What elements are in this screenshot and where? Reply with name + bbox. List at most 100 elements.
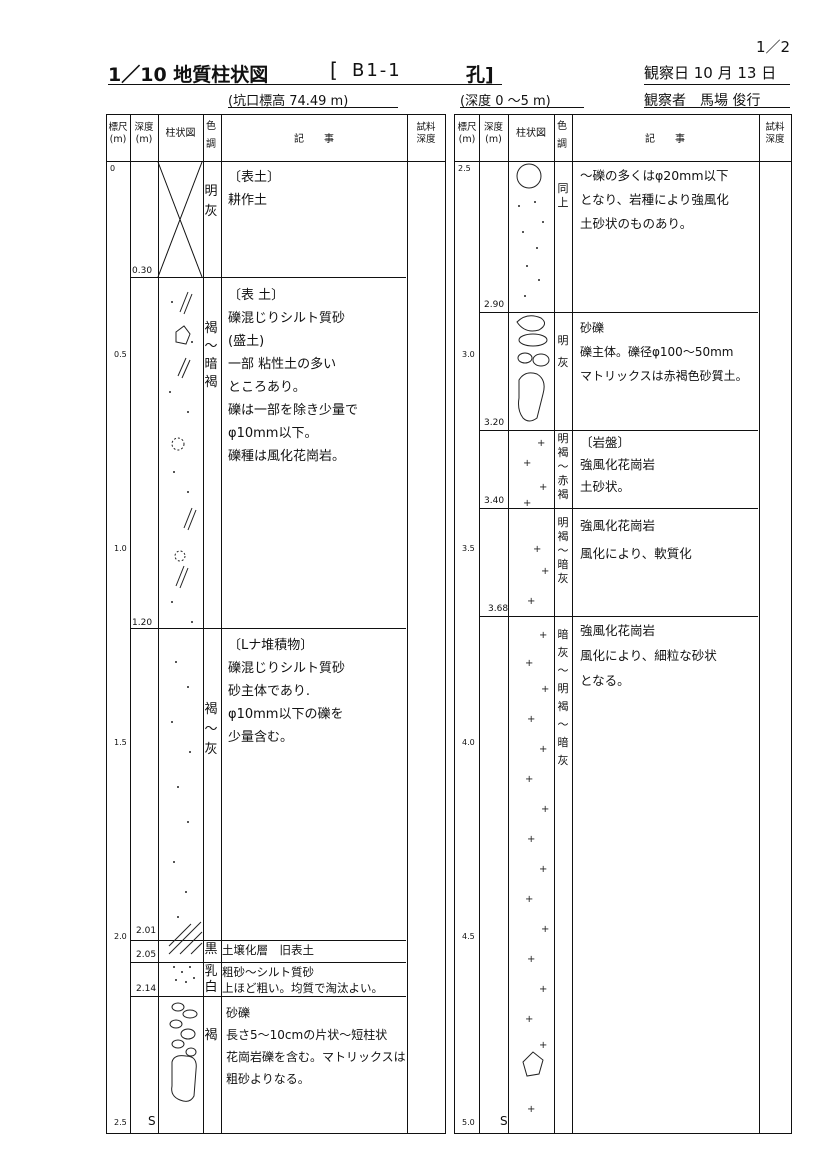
- left-bottom-depth: S: [148, 1114, 156, 1128]
- elevation-underline: [228, 107, 398, 108]
- svg-text:+: +: [525, 894, 533, 905]
- left-layer-depth: 2.14: [136, 984, 157, 994]
- svg-text:+: +: [541, 566, 549, 577]
- right-scale-tick: 3.0: [462, 350, 475, 359]
- left-layer-color: 褐 ～ 暗 褐: [204, 321, 218, 390]
- right-header-column: 柱状図: [516, 128, 546, 139]
- right-layer-boundary: [480, 312, 758, 313]
- svg-text:+: +: [527, 596, 535, 607]
- left-layer-description: 砂礫長さ5～10cmの片状～短柱状 花崗岩礫を含む。マトリックスは粗砂よりなる。: [226, 1006, 406, 1086]
- right-log-table: [454, 114, 792, 1134]
- collar-elevation: (坑口標高 74.49 m): [228, 94, 349, 109]
- left-layer-boundary: [130, 940, 406, 941]
- svg-text:+: +: [541, 924, 549, 935]
- observation-date: 観察日 10 月 13 日: [644, 64, 777, 82]
- left-layer-color: 乳 白: [204, 964, 218, 995]
- left-layer-depth: 0.30: [132, 266, 153, 276]
- right-layer-depth: 3.68: [488, 604, 509, 614]
- left-layer-depth: 1.20: [132, 618, 153, 628]
- left-layer-color: 褐: [204, 1028, 218, 1043]
- right-scale-tick: 4.5: [462, 932, 475, 941]
- page-number: 1／2: [756, 38, 791, 56]
- observer: 観察者 馬場 俊行: [644, 93, 761, 109]
- right-layer-depth: 3.20: [484, 418, 505, 428]
- title-underline: [108, 84, 502, 85]
- right-scale-tick: 4.0: [462, 738, 475, 747]
- left-header-sample: 試料 深度: [416, 122, 436, 145]
- page-title: 1／10 地質柱状図: [108, 64, 269, 86]
- right-layer-description: ～礫の多くはφ20mm以下となり、岩種により強風化 土砂状のものあり。: [580, 168, 729, 231]
- right-scale-tick: 5.0: [462, 1118, 475, 1127]
- left-scale-tick: 1.0: [114, 544, 127, 553]
- right-layer-color: 明 褐 ～ 暗 灰: [557, 516, 569, 585]
- left-layer-description: 粗砂～シルト質砂上ほど粗い。均質で淘汰よい。: [222, 965, 383, 995]
- borehole-bracket-open: [: [330, 58, 338, 82]
- right-header-depth: 深度 (m): [483, 122, 503, 145]
- left-layer-color: 明 灰: [204, 184, 218, 219]
- left-layer-color: 褐 ～ 灰: [204, 702, 218, 757]
- left-header-column: 柱状図: [165, 128, 196, 139]
- right-layer-description: 強風化花崗岩風化により、軟質化: [580, 518, 692, 561]
- right-bottom-depth: S: [500, 1114, 508, 1128]
- right-header-color: 色 調: [557, 121, 567, 150]
- svg-text:+: +: [525, 1014, 533, 1025]
- depth-range: (深度 0 ～5 m): [460, 94, 551, 109]
- svg-text:+: +: [527, 1104, 535, 1115]
- svg-text:+: +: [533, 544, 541, 555]
- svg-text:+: +: [525, 774, 533, 785]
- svg-text:+: +: [541, 684, 549, 695]
- observer-underline: [644, 107, 790, 108]
- depth-range-underline: [460, 107, 584, 108]
- left-layer-depth: 2.01: [136, 926, 157, 936]
- right-layer-boundary: [480, 616, 758, 617]
- right-header-scale: 標尺 (m): [457, 122, 477, 145]
- left-scale-tick: 0: [110, 164, 116, 173]
- left-lithology-column: [157, 161, 203, 1102]
- left-header-color: 色 調: [206, 121, 216, 150]
- left-layer-boundary: [130, 996, 406, 997]
- left-log-table: [106, 114, 446, 1134]
- right-layer-color: 明 褐 ～ 赤 褐: [557, 432, 569, 501]
- borehole-bracket-close: 孔]: [466, 64, 494, 86]
- left-header-scale: 標尺 (m): [108, 122, 128, 145]
- left-scale-tick: 2.5: [114, 1118, 127, 1127]
- left-layer-description: 〔表土〕耕作土: [228, 170, 281, 208]
- svg-text:+: +: [525, 658, 533, 669]
- svg-text:+: +: [537, 438, 545, 449]
- right-layer-boundary: [480, 430, 758, 431]
- left-layer-color: 黒: [204, 942, 218, 957]
- svg-text:+: +: [539, 630, 547, 641]
- left-layer-description: 〔表 土〕礫混じりシルト質砂 (盛土)一部 粘性土の多い ところあり。礫は一部を…: [228, 288, 359, 464]
- left-scale-tick: 0.5: [114, 350, 127, 359]
- svg-text:+: +: [527, 714, 535, 725]
- left-scale-tick: 1.5: [114, 738, 127, 747]
- right-layer-description: 強風化花崗岩風化により、細粒な砂状 となる。: [580, 623, 717, 688]
- left-layer-description: 土壌化層 旧表土: [222, 943, 314, 957]
- svg-text:+: +: [539, 864, 547, 875]
- svg-text:+: +: [527, 834, 535, 845]
- svg-text:+: +: [527, 954, 535, 965]
- right-lithology-column: +++ +++ +++ +++ +++ +++ +++ ++: [516, 163, 550, 1115]
- left-layer-description: 〔Lナ堆積物〕礫混じりシルト質砂 砂主体であり.φ10mm以下の礫を 少量含む。: [228, 638, 346, 745]
- svg-text:+: +: [541, 804, 549, 815]
- right-header-description: 記 事: [645, 134, 685, 145]
- right-header-sample: 試料 深度: [765, 122, 785, 145]
- left-scale-tick: 2.0: [114, 932, 127, 941]
- borehole-number: B1-1: [352, 60, 402, 81]
- left-layer-boundary: [130, 962, 406, 963]
- right-scale-tick: 3.5: [462, 544, 475, 553]
- svg-text:+: +: [539, 482, 547, 493]
- svg-text:+: +: [539, 984, 547, 995]
- right-scale-tick: 2.5: [458, 164, 471, 173]
- left-layer-boundary: [130, 277, 406, 278]
- right-layer-color: 暗 灰 ～ 明 褐 ～ 暗 灰: [557, 628, 569, 767]
- left-header-description: 記 事: [294, 134, 334, 145]
- right-layer-depth: 3.40: [484, 496, 505, 506]
- date-underline: [644, 84, 790, 85]
- left-header-depth: 深度 (m): [134, 122, 154, 145]
- right-layer-description: 〔岩盤〕強風化花崗岩 土砂状。: [580, 435, 656, 494]
- svg-text:+: +: [523, 498, 531, 509]
- right-layer-boundary: [480, 508, 758, 509]
- svg-text:+: +: [539, 744, 547, 755]
- left-layer-boundary: [130, 628, 406, 629]
